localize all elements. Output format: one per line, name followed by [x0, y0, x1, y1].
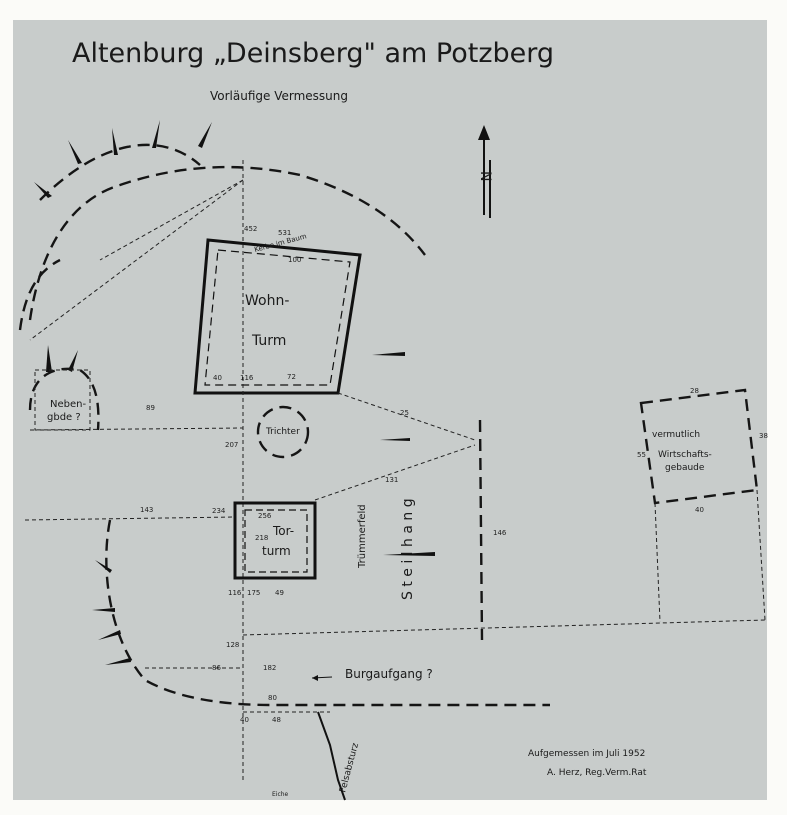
wirtschaft-label-3: gebaude — [665, 463, 705, 473]
measurement-label: 146 — [493, 529, 507, 537]
measurement-label: 143 — [140, 506, 153, 514]
measurement-label: 452 — [244, 225, 257, 233]
measurement-label: 128 — [226, 641, 239, 649]
slope-hachures — [34, 120, 435, 665]
survey-date: Aufgemessen im Juli 1952 — [528, 749, 645, 759]
survey-lines — [24, 160, 766, 780]
burgaufgang-label: Burgaufgang ? — [345, 667, 433, 681]
measurement-labels: 452 531 100 40 116 72 89 207 25 131 146 … — [140, 225, 768, 724]
measurement-label: 48 — [272, 716, 281, 724]
measurement-label: 28 — [690, 387, 699, 395]
trichter-outline — [256, 405, 310, 459]
trichter-label: Trichter — [265, 427, 300, 437]
measurement-label: 40 — [695, 506, 704, 514]
wirtschaft-label-2: Wirtschafts- — [658, 450, 712, 460]
measurement-label: 40 — [240, 716, 249, 724]
torturm-label-1: Tor- — [272, 524, 294, 538]
wirtschaft-label-1: vermutlich — [652, 430, 700, 440]
measurement-label: 256 — [258, 512, 272, 520]
measurement-label: 131 — [385, 476, 398, 484]
measurement-label: 531 — [278, 229, 291, 237]
truemmerfeld-label: Trümmerfeld — [357, 504, 368, 569]
cliff-line — [317, 711, 346, 801]
measurement-label: 234 — [212, 507, 226, 515]
measurement-label: 72 — [287, 373, 296, 381]
measurement-label: 182 — [263, 664, 276, 672]
north-label: N — [477, 171, 493, 181]
torturm-outline — [233, 501, 317, 580]
outer-wall-arc-north — [39, 143, 201, 201]
measurement-label: 80 — [268, 694, 277, 702]
surveyor: A. Herz, Reg.Verm.Rat — [547, 768, 647, 778]
measurement-label: 38 — [759, 432, 768, 440]
nebengebaeude-label-1: Neben- — [50, 399, 86, 410]
measurement-label: 218 — [255, 534, 268, 542]
measurement-label: 55 — [637, 451, 646, 459]
map-subtitle: Vorläufige Vermessung — [210, 89, 348, 103]
measurement-label: 86 — [212, 664, 221, 672]
steilhang-label: S t e i l h a n g — [400, 498, 416, 600]
nebengebaeude-outline — [28, 367, 100, 431]
measurement-label: 40 — [213, 374, 222, 382]
measurement-label: 116 — [228, 589, 242, 597]
torturm-label-2: turm — [262, 544, 291, 558]
measurement-label: 207 — [225, 441, 238, 449]
outer-wall-arc-west — [18, 258, 61, 331]
wohnturm-label-1: Wohn- — [245, 293, 289, 309]
measurement-label: 25 — [400, 409, 409, 417]
wirtschaftsgebaeude-outline — [639, 388, 759, 505]
outer-wall-arc — [28, 165, 426, 321]
wohnturm-outline — [193, 238, 362, 395]
nebengebaeude-label-2: gbde ? — [47, 412, 81, 423]
wohnturm-label-2: Turm — [251, 333, 286, 349]
map-title: Altenburg „Deinsberg" am Potzberg — [72, 38, 554, 69]
measurement-label: 100 — [288, 256, 301, 264]
measurement-label: 49 — [275, 589, 284, 597]
steilhang-edge — [478, 419, 484, 641]
measurement-label: 89 — [146, 404, 155, 412]
eiche-label: Eiche — [272, 791, 289, 798]
measurement-label: 175 — [247, 589, 260, 597]
felsabsturz-label: Felsabsturz — [338, 742, 361, 794]
measurement-label: 116 — [240, 374, 254, 382]
north-arrow-icon — [478, 125, 491, 218]
